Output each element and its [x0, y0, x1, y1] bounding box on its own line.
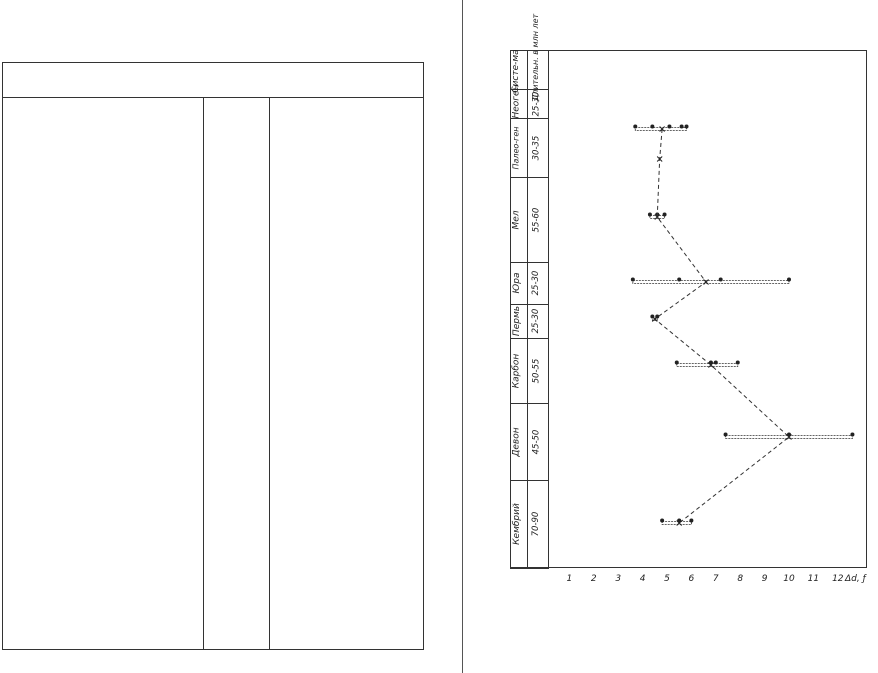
mean-marker: [654, 214, 661, 220]
row-separator: [510, 568, 549, 569]
range-bar: [632, 280, 790, 284]
table-col-divider-1: [203, 97, 204, 650]
mean-marker: [786, 434, 792, 440]
data-point: [677, 277, 682, 282]
range-bar: [661, 521, 692, 525]
data-point: [850, 432, 855, 437]
data-point: [647, 212, 652, 217]
data-point: [633, 124, 638, 129]
x-tick-label: 5: [664, 574, 670, 584]
system-column-rule: [527, 50, 528, 568]
mean-trend-line: [653, 128, 790, 524]
mean-marker: [656, 156, 663, 162]
data-point: [650, 124, 655, 129]
data-point: [674, 360, 679, 365]
data-point: [667, 124, 672, 129]
data-point: [713, 360, 718, 365]
data-point: [718, 277, 723, 282]
row-separator: [510, 304, 549, 305]
data-point: [679, 124, 684, 129]
page-gutter-line: [462, 0, 463, 673]
data-point: [662, 212, 667, 217]
table-bottom-rule: [2, 649, 424, 650]
x-tick-label: 6: [688, 574, 695, 584]
row-separator: [510, 480, 549, 481]
x-axis-label: Δd, ƒ: [845, 574, 866, 584]
table-header-rule: [2, 97, 424, 98]
mean-marker: [651, 316, 658, 322]
x-tick-label: 7: [712, 574, 719, 584]
mean-marker: [703, 279, 709, 285]
data-point: [630, 277, 635, 282]
row-separator: [510, 262, 549, 263]
data-point: [684, 124, 689, 129]
header-separator: [510, 89, 549, 90]
chart-frame: [510, 50, 867, 568]
data-point: [735, 360, 740, 365]
x-tick-label: 4: [639, 574, 646, 584]
x-tick-label: 11: [807, 574, 820, 584]
table-top-rule: [2, 62, 424, 63]
x-tick-label: 12: [832, 574, 844, 584]
range-bar: [676, 363, 739, 367]
mean-marker: [676, 520, 683, 526]
data-point: [787, 277, 791, 282]
x-tick-label: 1: [566, 574, 573, 584]
x-tick-label: 9: [761, 574, 768, 584]
table-left-border: [2, 62, 3, 650]
row-separator: [510, 118, 549, 119]
duration-column-rule: [548, 50, 549, 568]
data-point: [689, 518, 694, 523]
table-col-divider-2: [269, 97, 270, 650]
table-right-border: [423, 62, 424, 650]
x-tick-label: 10: [783, 574, 795, 584]
x-tick-label: 8: [737, 574, 744, 584]
x-tick-label: 2: [590, 574, 597, 584]
mean-marker: [708, 362, 714, 368]
data-point: [660, 518, 665, 523]
x-tick-label: 3: [615, 574, 622, 584]
row-separator: [510, 403, 549, 404]
row-separator: [510, 177, 549, 178]
mean-marker: [659, 126, 665, 132]
row-separator: [510, 338, 549, 339]
data-point: [723, 432, 728, 437]
